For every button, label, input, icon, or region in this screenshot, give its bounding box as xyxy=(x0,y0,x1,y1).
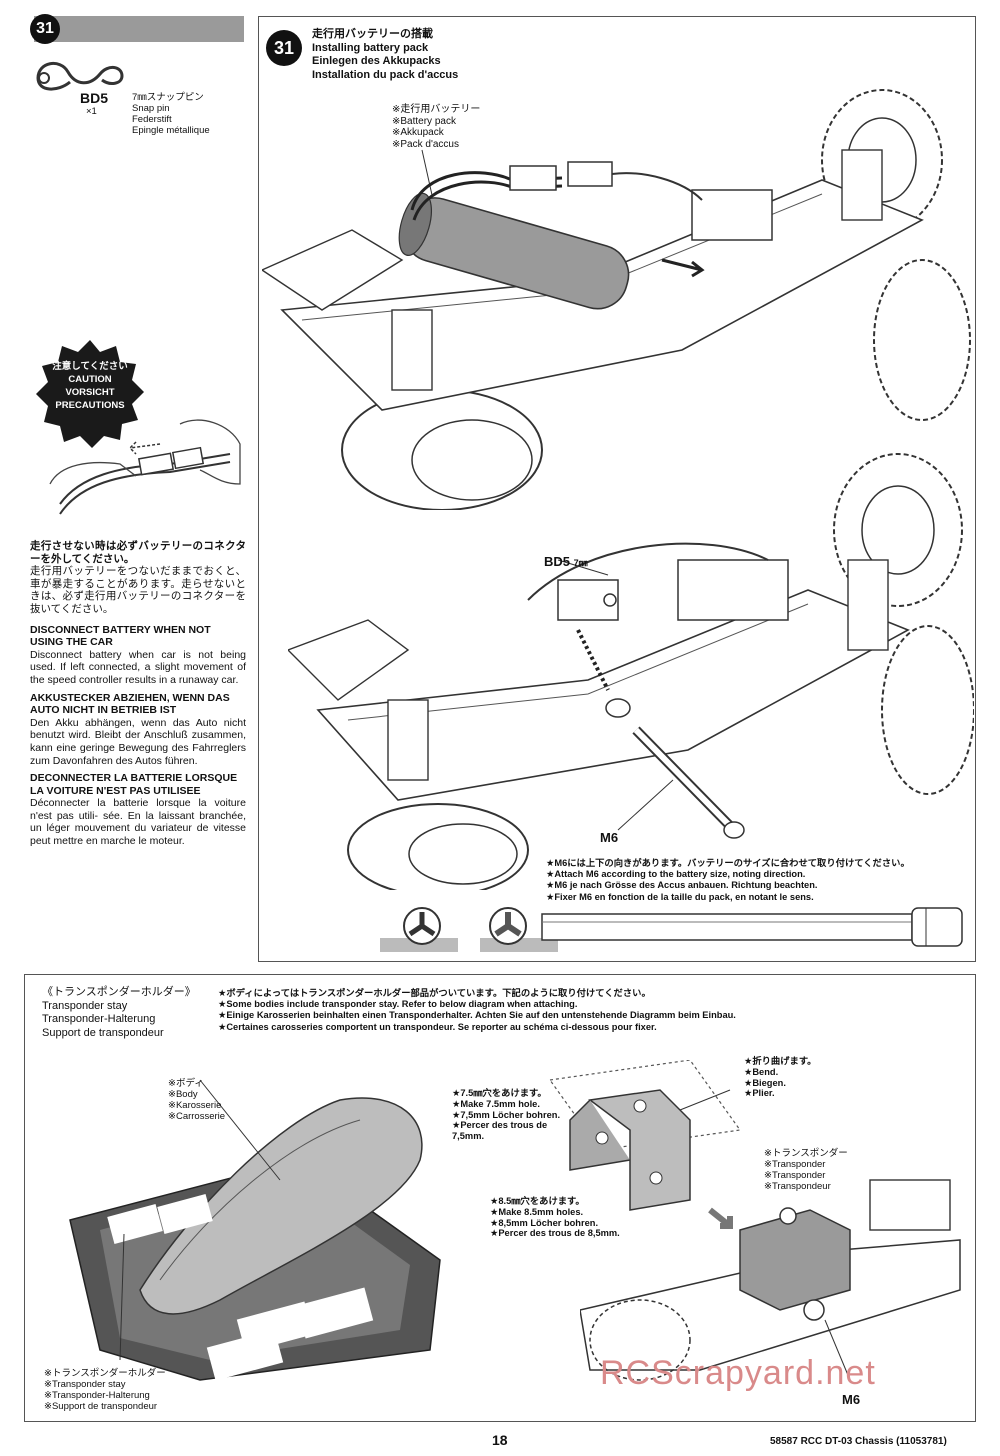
stay-bend-illustration xyxy=(548,1060,742,1211)
de-heading: AKKUSTECKER ABZIEHEN, WENN DAS AUTO NICH… xyxy=(30,691,230,717)
de-text: Den Akku abhängen, wenn das Auto nicht b… xyxy=(30,716,246,767)
chassis-transponder-illustration xyxy=(580,1179,961,1381)
caution-badge-text: 注意してください CAUTION VORSICHT PRECAUTIONS xyxy=(52,361,128,411)
unplug-connector-illustration xyxy=(49,419,241,515)
page-number: 18 xyxy=(492,1432,508,1448)
step-number-badge: 31 xyxy=(30,14,60,44)
body-transponder-stay-illustration xyxy=(69,1079,441,1381)
stay-label: ※トランスポンダーホルダー ※Transponder stay ※Transpo… xyxy=(44,1368,166,1412)
battery-install-panel xyxy=(258,16,976,962)
hole-8-5-label: ★8.5㎜穴をあけます。 ★Make 8.5mm holes. ★8,5mm L… xyxy=(490,1196,620,1239)
document-id: 58587 RCC DT-03 Chassis (11053781) xyxy=(770,1436,947,1447)
hole-7-5-label: ★7.5㎜穴をあけます。 ★Make 7.5mm hole. ★7,5mm Lö… xyxy=(452,1088,561,1142)
part-qty: ×1 xyxy=(86,106,97,117)
caution-text-block: 走行させない時は必ずバッテリーのコネクターを外してください。 走行用バッテリーを… xyxy=(30,540,246,848)
m6-part-detail xyxy=(380,907,963,952)
m6-label: M6 xyxy=(600,830,619,845)
body-label: ※ボディ ※Body ※Karosserie ※Carrosserie xyxy=(168,1078,226,1122)
battery-pack-label: ※走行用バッテリー ※Battery pack ※Akkupack ※Pack … xyxy=(392,104,481,150)
main-title: 走行用バッテリーの搭載 Installing battery pack Einl… xyxy=(312,28,459,81)
transponder-notes: ★ボディによってはトランスポンダーホルダー部品がついています。下記のように取り付… xyxy=(218,988,736,1032)
part-code: BD5 xyxy=(80,90,109,106)
chassis-battery-illustration-top xyxy=(262,89,971,510)
jp-note-1: 走行させない時は必ずバッテリーのコネクターを外してください。 xyxy=(30,540,246,565)
transponder-stay-panel xyxy=(24,974,976,1422)
transponder-label: ※トランスポンダー ※Transponder ※Transponder ※Tra… xyxy=(764,1148,848,1192)
en-text: Disconnect battery when car is not being… xyxy=(30,648,246,686)
bd5-label: BD5 7㎜ xyxy=(544,554,588,569)
fr-text: Déconnecter la batterie lorsque la voitu… xyxy=(30,797,246,848)
chassis-m6-illustration xyxy=(288,453,974,890)
watermark: RCScrapyard.net xyxy=(600,1354,876,1392)
en-heading: DISCONNECT BATTERY WHEN NOT USING THE CA… xyxy=(30,623,211,649)
part-names: 7㎜スナップピン Snap pin Federstift Epingle mét… xyxy=(132,92,210,136)
fr-heading: DECONNECTER LA BATTERIE LORSQUE LA VOITU… xyxy=(30,772,238,797)
main-step-badge: 31 xyxy=(266,30,302,66)
caution-badge xyxy=(36,340,144,448)
bend-label: ★折り曲げます。 ★Bend. ★Biegen. ★Plier. xyxy=(744,1056,817,1099)
transponder-m6-label: M6 xyxy=(842,1392,861,1407)
step-header-bar xyxy=(34,16,244,42)
snap-pin-illustration xyxy=(36,62,124,91)
transponder-heading: 《トランスポンダーホルダー》 Transponder stay Transpon… xyxy=(42,986,196,1039)
m6-notes: ★M6には上下の向きがあります。バッテリーのサイズに合わせて取り付けてください。… xyxy=(546,858,910,902)
jp-note-2: 走行用バッテリーをつないだままでおくと、車が暴走することがあります。走らせないと… xyxy=(30,565,246,615)
